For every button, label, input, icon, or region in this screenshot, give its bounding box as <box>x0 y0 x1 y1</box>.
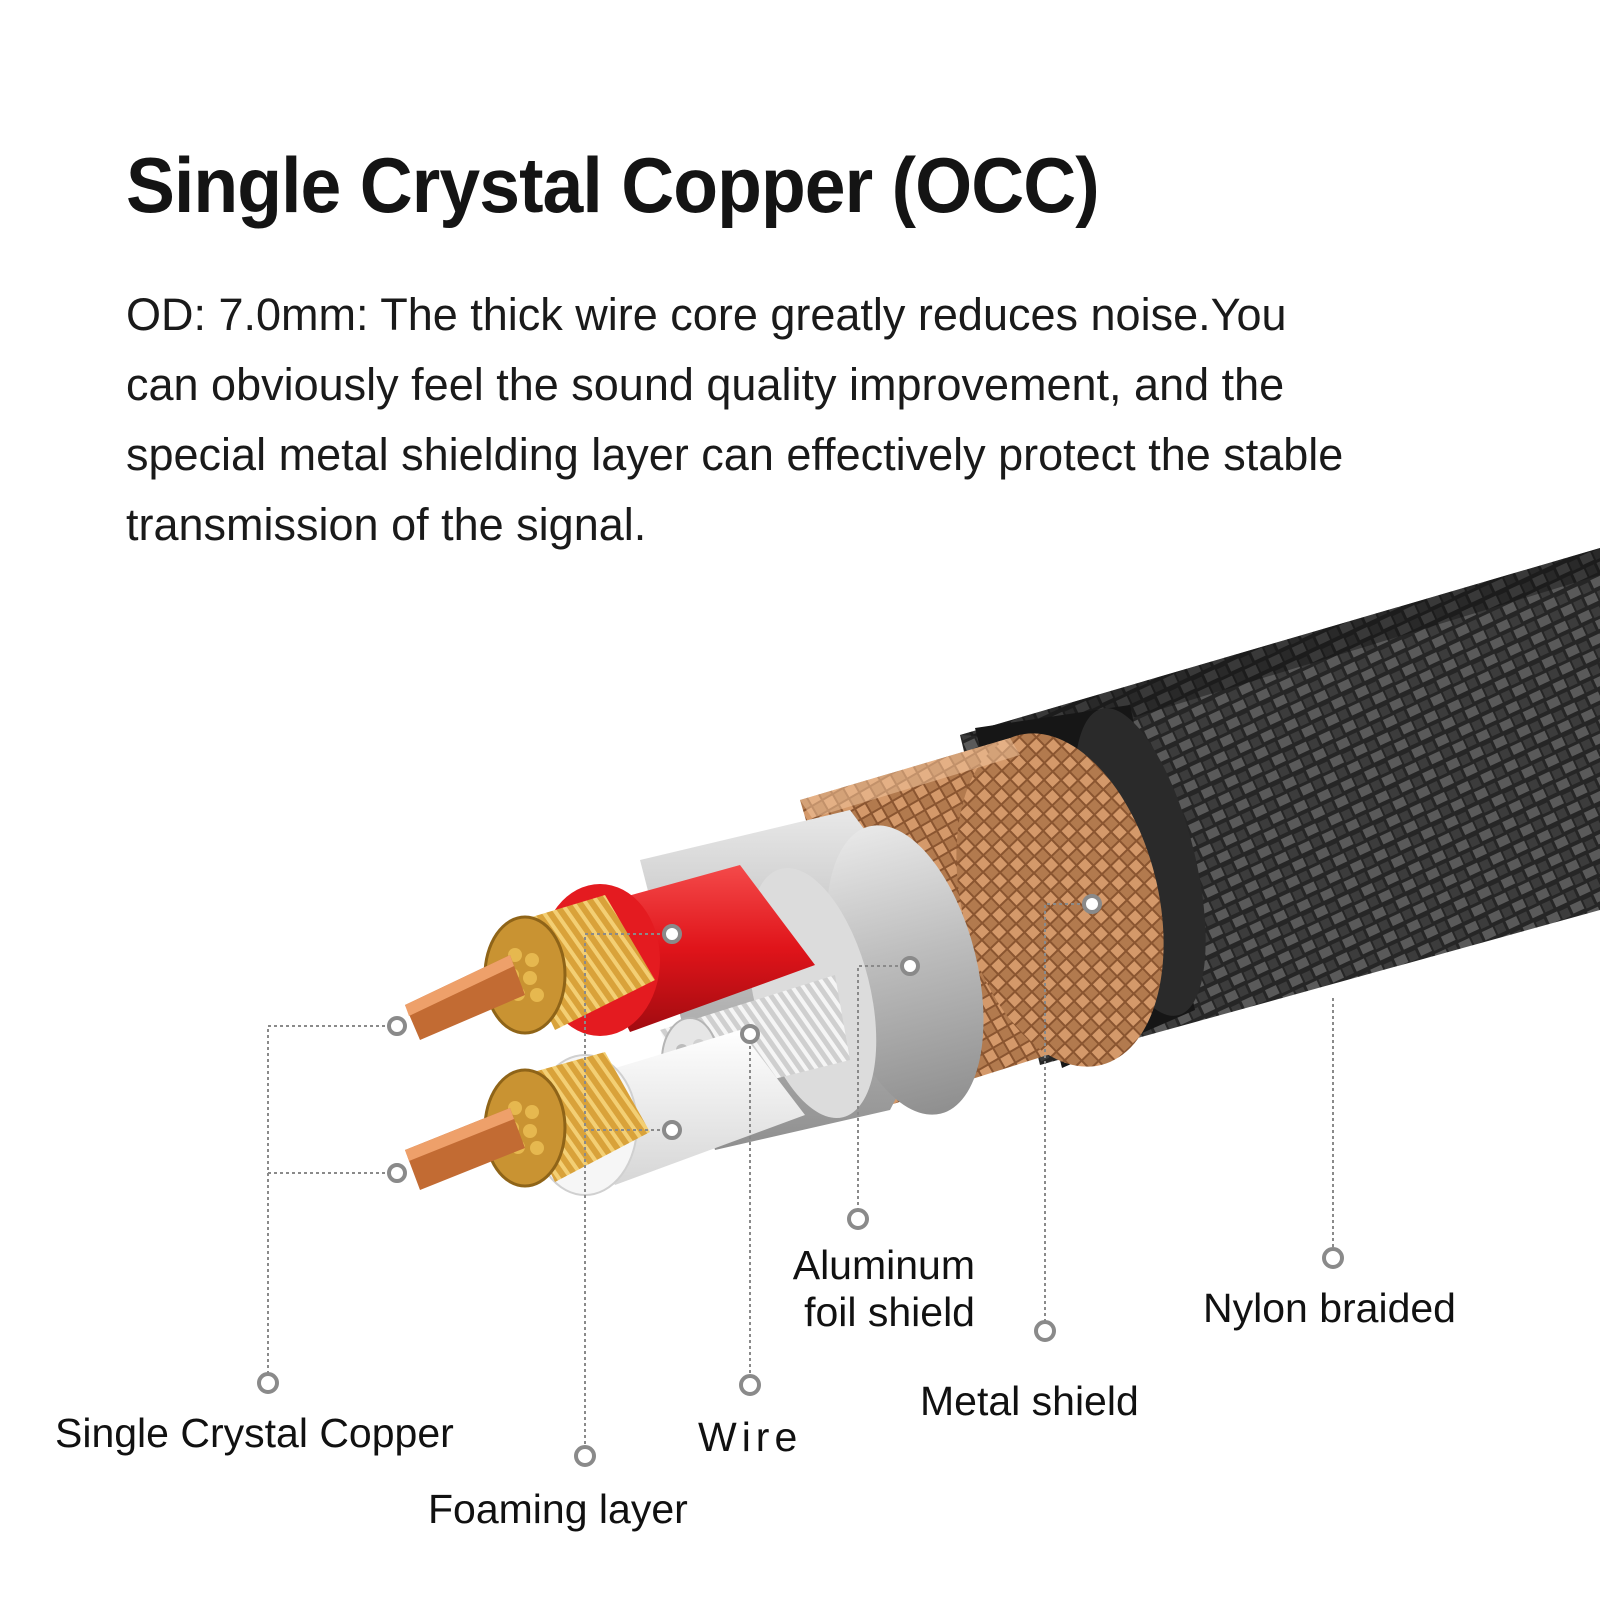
marker-dot <box>662 1120 682 1140</box>
leader-foaming-layer <box>584 933 672 1448</box>
label-metal-shield: Metal shield <box>920 1378 1139 1424</box>
description-line: transmission of the signal. <box>126 499 647 550</box>
label-single-crystal-copper: Single Crystal Copper <box>55 1410 454 1456</box>
label-line: Aluminum <box>792 1242 975 1288</box>
marker-dot <box>1034 1320 1056 1342</box>
marker-dot <box>739 1374 761 1396</box>
description-line: special metal shielding layer can effect… <box>126 429 1344 480</box>
upper-copper-core <box>405 895 655 1040</box>
leader-markers <box>257 894 1344 1467</box>
marker-dot <box>740 1024 760 1044</box>
leader-aluminum-foil <box>857 965 910 1212</box>
marker-dot <box>1082 894 1102 914</box>
marker-dot <box>1322 1247 1344 1269</box>
marker-dot <box>847 1208 869 1230</box>
description-line: OD: 7.0mm: The thick wire core greatly r… <box>126 289 1287 340</box>
label-line: foil shield <box>804 1289 975 1335</box>
marker-dot <box>387 1163 407 1183</box>
leader-lines <box>267 903 1334 1448</box>
leader-single-crystal-copper <box>267 1025 397 1378</box>
marker-dot <box>574 1445 596 1467</box>
label-nylon-braided: Nylon braided <box>1203 1285 1456 1331</box>
description-line: can obviously feel the sound quality imp… <box>126 359 1285 410</box>
marker-dot <box>387 1016 407 1036</box>
label-aluminum-foil-shield: Aluminum foil shield <box>760 1242 975 1336</box>
marker-dot <box>257 1372 279 1394</box>
marker-dot <box>900 956 920 976</box>
description: OD: 7.0mm: The thick wire core greatly r… <box>126 280 1526 560</box>
lower-copper-core <box>405 1052 650 1190</box>
page-title: Single Crystal Copper (OCC) <box>126 141 1100 229</box>
label-foaming-layer: Foaming layer <box>428 1486 688 1532</box>
marker-dot <box>662 924 682 944</box>
label-wire: Wire <box>698 1414 803 1460</box>
